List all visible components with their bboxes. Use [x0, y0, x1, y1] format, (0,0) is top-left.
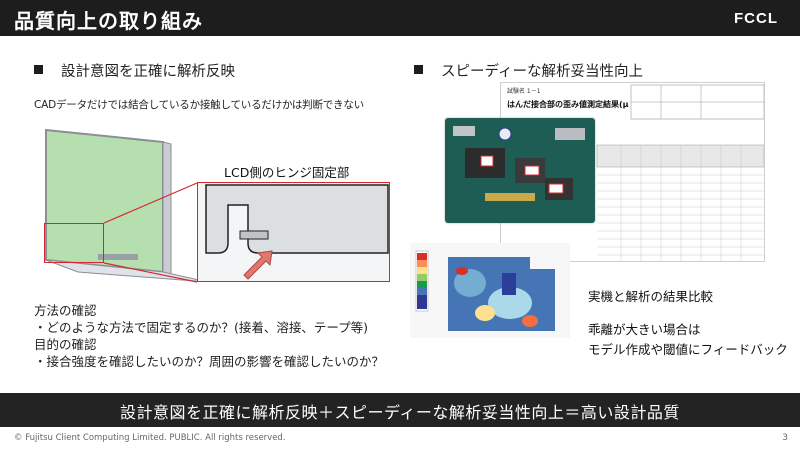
bullet-square-icon	[414, 65, 423, 74]
feedback-text: 乖離が大きい場合は モデル作成や閾値にフィードバック	[588, 320, 788, 360]
summary-banner-text: 設計意図を正確に解析反映＋スピーディーな解析妥当性向上＝高い設計品質	[120, 403, 680, 422]
copyright-footer: © Fujitsu Client Computing Limited. PUBL…	[14, 433, 286, 443]
left-heading-text: 設計意図を正確に解析反映	[61, 64, 235, 80]
comparison-label: 実機と解析の結果比較	[588, 289, 714, 304]
motherboard-drawing	[445, 118, 595, 223]
right-heading-text: スピーディーな解析妥当性向上	[441, 64, 643, 80]
feedback-line: 乖離が大きい場合は	[588, 322, 701, 337]
hinge-detail-drawing	[198, 183, 389, 281]
motherboard-photo	[445, 118, 595, 223]
hinge-callout-label: LCD側のヒンジ固定部	[224, 165, 350, 180]
method-line: ・接合強度を確認したいのか？周囲の影響を確認したいのか？	[34, 354, 385, 369]
brand-logo: FCCL	[734, 10, 778, 27]
page-number: 3	[782, 433, 788, 443]
sheet-subtitle: 試験名 1－1	[507, 88, 541, 95]
feedback-line: モデル作成や閾値にフィードバック	[588, 342, 788, 357]
hinge-highlight-box	[44, 223, 104, 263]
heatmap-drawing	[415, 250, 555, 331]
cad-note: CADデータだけでは結合しているか接触しているだけかは判断できない	[34, 99, 364, 111]
summary-banner: 設計意図を正確に解析反映＋スピーディーな解析妥当性向上＝高い設計品質	[0, 393, 800, 427]
method-line: 方法の確認	[34, 303, 97, 318]
method-line: 目的の確認	[34, 337, 97, 352]
right-section-heading: スピーディーな解析妥当性向上	[414, 60, 643, 81]
bullet-square-icon	[34, 65, 43, 74]
method-line: ・どのような方法で固定するのか？(接着、溶接、テープ等)	[34, 320, 369, 335]
hinge-detail-callout	[197, 182, 390, 282]
sheet-grid	[596, 84, 764, 261]
header-bar: 品質向上の取り組み FCCL	[0, 0, 800, 36]
sheet-title: はんだ接合部の歪み値測定結果(μ ε)	[507, 100, 640, 109]
page-title: 品質向上の取り組み	[14, 9, 203, 33]
simulation-heatmap	[410, 243, 570, 338]
methods-text: 方法の確認 ・どのような方法で固定するのか？(接着、溶接、テープ等) 目的の確認…	[34, 302, 384, 370]
left-section-heading: 設計意図を正確に解析反映	[34, 60, 235, 81]
